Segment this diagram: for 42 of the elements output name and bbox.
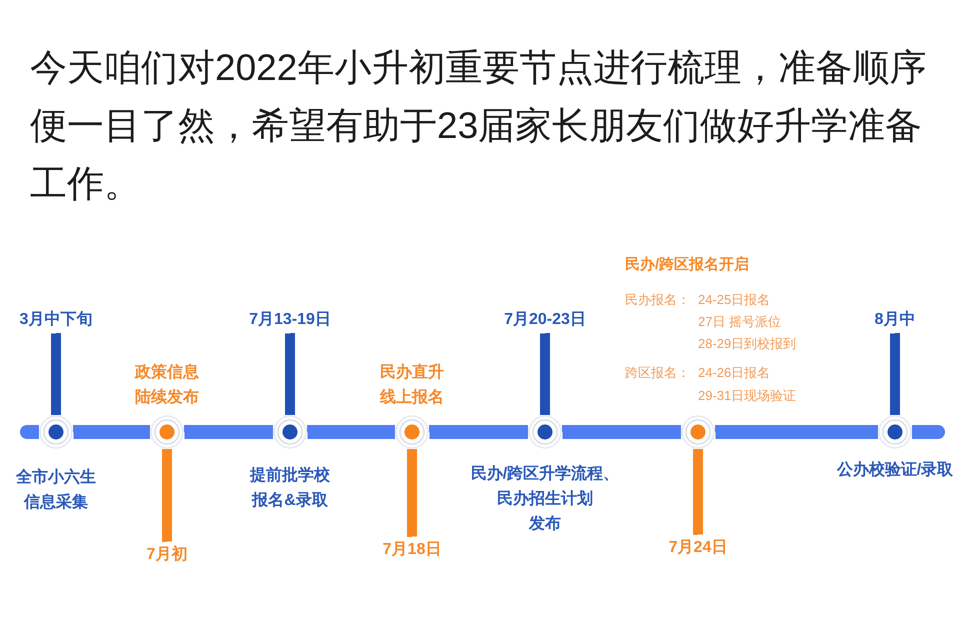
timeline-bar [715,425,878,439]
milestone-stem [162,449,172,542]
milestone-stem [540,333,550,415]
milestone-stem [693,449,703,535]
timeline-bar [184,425,273,439]
milestone-dot [150,415,184,449]
date-label: 7月20-23日 [504,309,586,331]
event-label: 民办/跨区升学流程、民办招生计划发布 [470,464,620,534]
milestone-dot [395,415,429,449]
milestone-stem [407,449,417,537]
note-label: 跨区报名： [625,364,690,382]
date-label: 3月中下旬 [20,309,92,331]
event-label: 全市小六生信息采集 [16,467,96,513]
date-label: 7月24日 [668,537,728,559]
date-label: 7月18日 [382,539,442,561]
note-text: 27日 摇号派位 [698,313,782,331]
milestone-dot [39,415,73,449]
timeline-bar [73,425,150,439]
timeline-bar [562,425,681,439]
event-label: 民办直升线上报名 [380,362,444,408]
milestone-stem [890,333,900,415]
date-label: 7月13-19日 [249,309,331,331]
event-label: 政策信息陆续发布 [135,362,199,408]
note-text: 28-29日到校报到 [698,335,796,353]
date-label: 8月中 [874,309,916,331]
event-label: 公办校验证/录取 [836,460,954,480]
note-label: 民办报名： [625,291,690,309]
milestone-dot [528,415,562,449]
milestone-dot [681,415,715,449]
note-text: 29-31日现场验证 [698,387,796,405]
milestone-dot [273,415,307,449]
milestone-dot [878,415,912,449]
note-text: 24-26日报名 [698,364,770,382]
note-heading: 民办/跨区报名开启 [625,255,750,275]
milestone-stem [285,333,295,415]
date-label: 7月初 [146,544,188,566]
timeline-bar [429,425,528,439]
intro-paragraph: 今天咱们对2022年小升初重要节点进行梳理，准备顺序便一目了然，希望有助于23届家长朋友们做好升学准备工作。 [30,46,926,206]
event-label: 提前批学校报名&录取 [250,466,330,511]
note-text: 24-25日报名 [698,291,770,309]
milestone-stem [51,333,61,415]
timeline-bar [307,425,395,439]
